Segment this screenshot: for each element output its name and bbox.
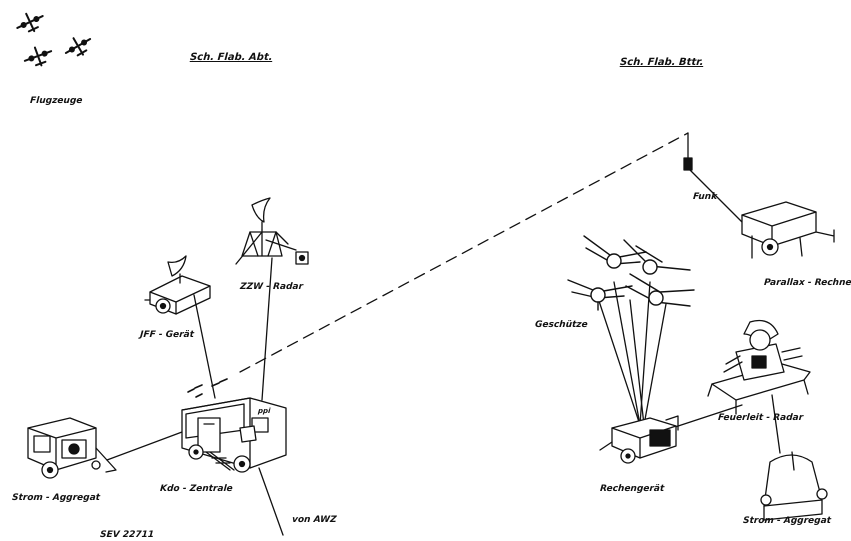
airplanes-icon	[16, 12, 92, 67]
zzw-radar-icon	[235, 197, 309, 265]
label-parallax: Parallax - Rechner	[763, 278, 851, 288]
kdo-zentrale-icon	[181, 397, 287, 473]
label-rechengeraet: Rechengerät	[599, 484, 665, 494]
label-ppi: ppi	[257, 407, 271, 415]
generator-left-icon	[27, 417, 117, 479]
label-sev: SEV 22711	[99, 530, 155, 540]
jff-device-icon	[144, 255, 211, 315]
generator-right-icon	[760, 451, 828, 521]
computer-rechengeraet-icon	[599, 415, 679, 464]
radio-wave-marks	[187, 378, 228, 398]
label-jff: JFF - Gerät	[139, 330, 195, 340]
parallax-calculator-icon	[741, 201, 835, 259]
label-zzw: ZZW - Radar	[239, 282, 304, 292]
label-geschuetze: Geschütze	[534, 320, 589, 330]
label-von-awz: von AWZ	[291, 515, 337, 525]
fire-control-radar-icon	[707, 319, 811, 415]
radio-link-dashed	[239, 132, 689, 373]
connection-lines	[106, 169, 781, 536]
label-batterie: Sch. Flab. Bttr.	[619, 57, 704, 68]
label-strom-right: Strom - Aggregat	[742, 516, 832, 526]
label-flugzeuge: Flugzeuge	[29, 96, 83, 106]
label-kdo: Kdo - Zentrale	[159, 484, 234, 494]
label-strom-left: Strom - Aggregat	[11, 493, 101, 503]
label-funk: Funk	[692, 192, 718, 202]
label-feuerleit: Feuerleit - Radar	[717, 413, 804, 423]
guns-icon	[567, 235, 695, 311]
radio-funk-icon	[683, 132, 693, 171]
label-abteilung: Sch. Flab. Abt.	[189, 52, 273, 63]
